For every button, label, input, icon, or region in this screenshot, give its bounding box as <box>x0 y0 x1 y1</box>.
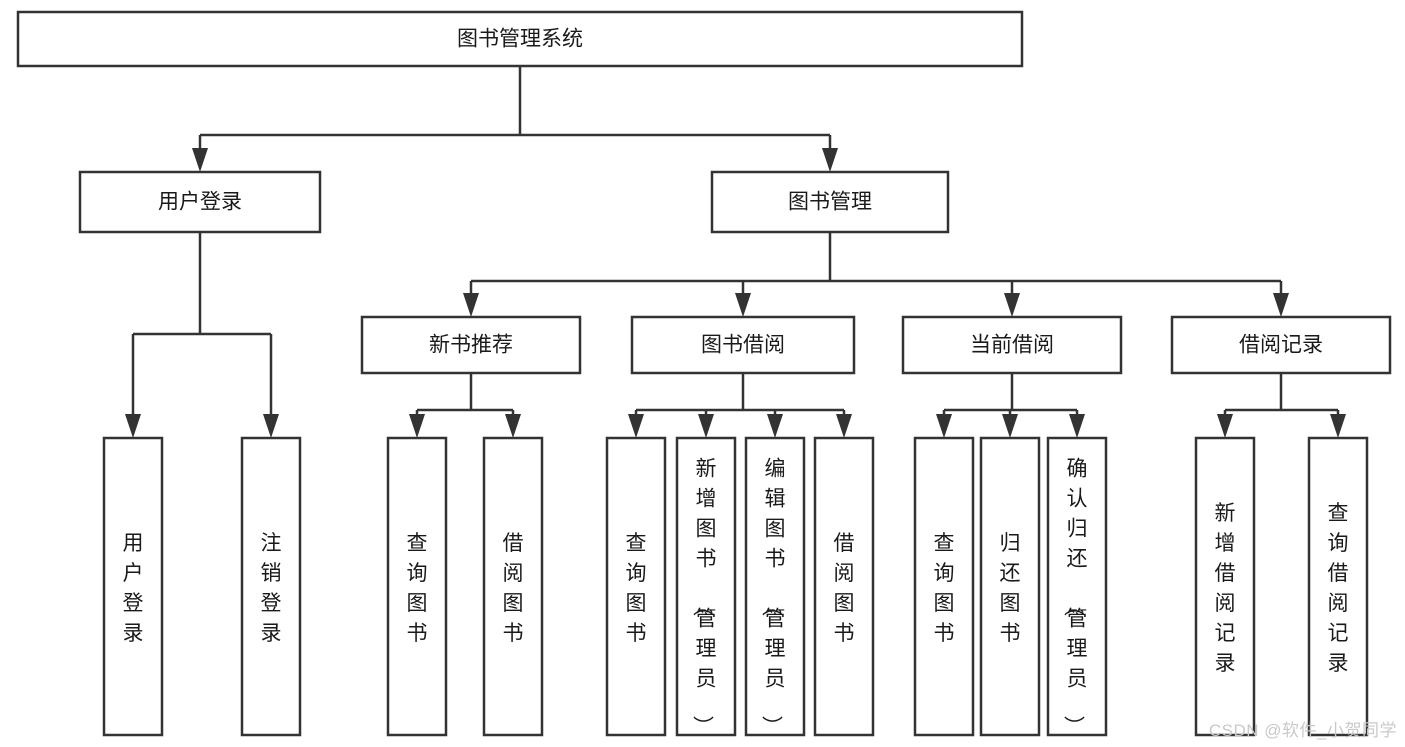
node-box-book-manage <box>710 170 950 234</box>
node-leaf-query-book-1[interactable]: 查询图书 <box>386 436 448 737</box>
node-label-leaf-add-record: 新增借阅记录 <box>1215 502 1236 675</box>
node-user-login[interactable]: 用户登录 <box>78 170 322 234</box>
node-label-leaf-confirm-return: 确认归还（管理员） <box>1062 457 1088 736</box>
node-box-current-borrow <box>901 315 1123 375</box>
node-box-borrow-record <box>1170 315 1392 375</box>
node-label-leaf-query-book-1: 查询图书 <box>407 532 428 645</box>
node-label-borrow-record: 借阅记录 <box>1239 334 1323 357</box>
node-leaf-edit-book[interactable]: 编辑图书（管理员） <box>744 436 806 737</box>
node-label-leaf-add-book: 新增图书（管理员） <box>691 457 717 736</box>
node-leaf-query-record[interactable]: 查询借阅记录 <box>1307 436 1369 737</box>
edge-group-book-borrow <box>628 373 852 438</box>
node-box-leaf-query-book-1 <box>386 436 448 737</box>
node-leaf-borrow-book-2[interactable]: 借阅图书 <box>813 436 875 737</box>
node-box-leaf-query-book-3 <box>913 436 975 737</box>
node-label-book-manage: 图书管理 <box>788 191 872 214</box>
node-box-leaf-confirm-return <box>1046 436 1108 737</box>
node-leaf-return-book[interactable]: 归还图书 <box>979 436 1041 737</box>
edge-group-borrow-record <box>1217 373 1346 438</box>
edge-group-user-login <box>125 232 279 438</box>
node-root[interactable]: 图书管理系统 <box>16 10 1024 68</box>
node-label-leaf-return-book: 归还图书 <box>1000 532 1021 645</box>
node-box-book-borrow <box>630 315 856 375</box>
node-leaf-user-login[interactable]: 用户登录 <box>102 436 164 737</box>
node-leaf-logout[interactable]: 注销登录 <box>240 436 302 737</box>
node-label-new-book-recommend: 新书推荐 <box>429 334 513 357</box>
node-box-new-book-recommend <box>360 315 582 375</box>
node-box-leaf-add-record <box>1194 436 1256 737</box>
node-label-leaf-query-book-2: 查询图书 <box>626 532 647 645</box>
node-book-manage[interactable]: 图书管理 <box>710 170 950 234</box>
node-new-book-recommend[interactable]: 新书推荐 <box>360 315 582 375</box>
node-box-root <box>16 10 1024 68</box>
node-box-leaf-edit-book <box>744 436 806 737</box>
node-borrow-record[interactable]: 借阅记录 <box>1170 315 1392 375</box>
node-leaf-borrow-book-1[interactable]: 借阅图书 <box>482 436 544 737</box>
node-label-leaf-borrow-book-2: 借阅图书 <box>834 532 855 645</box>
node-label-leaf-query-record: 查询借阅记录 <box>1328 502 1349 675</box>
edges-layer <box>125 66 1346 438</box>
node-box-leaf-query-book-2 <box>605 436 667 737</box>
node-label-leaf-query-book-3: 查询图书 <box>934 532 955 645</box>
node-label-leaf-logout: 注销登录 <box>261 532 282 645</box>
node-label-leaf-edit-book: 编辑图书（管理员） <box>760 457 786 736</box>
node-leaf-confirm-return[interactable]: 确认归还（管理员） <box>1046 436 1108 737</box>
node-label-leaf-borrow-book-1: 借阅图书 <box>503 532 524 645</box>
edge-group-current-borrow <box>936 373 1085 438</box>
node-leaf-add-record[interactable]: 新增借阅记录 <box>1194 436 1256 737</box>
node-box-leaf-user-login <box>102 436 164 737</box>
node-box-user-login <box>78 170 322 234</box>
edge-group-new-book-recommend <box>409 373 521 438</box>
node-leaf-add-book[interactable]: 新增图书（管理员） <box>675 436 737 737</box>
node-box-leaf-query-record <box>1307 436 1369 737</box>
node-label-current-borrow: 当前借阅 <box>970 334 1054 357</box>
node-label-book-borrow: 图书借阅 <box>701 334 785 357</box>
node-box-leaf-add-book <box>675 436 737 737</box>
node-leaf-query-book-2[interactable]: 查询图书 <box>605 436 667 737</box>
node-label-leaf-user-login: 用户登录 <box>123 532 144 645</box>
node-box-leaf-borrow-book-2 <box>813 436 875 737</box>
node-box-leaf-logout <box>240 436 302 737</box>
node-leaf-query-book-3[interactable]: 查询图书 <box>913 436 975 737</box>
node-box-leaf-return-book <box>979 436 1041 737</box>
node-book-borrow[interactable]: 图书借阅 <box>630 315 856 375</box>
nodes-layer: 图书管理系统用户登录图书管理新书推荐图书借阅当前借阅借阅记录用户登录注销登录查询… <box>16 10 1392 737</box>
edge-group-root <box>192 66 838 172</box>
node-label-root: 图书管理系统 <box>457 28 583 51</box>
node-box-leaf-borrow-book-1 <box>482 436 544 737</box>
node-label-user-login: 用户登录 <box>158 191 242 214</box>
edge-group-book-manage <box>463 232 1289 317</box>
node-current-borrow[interactable]: 当前借阅 <box>901 315 1123 375</box>
